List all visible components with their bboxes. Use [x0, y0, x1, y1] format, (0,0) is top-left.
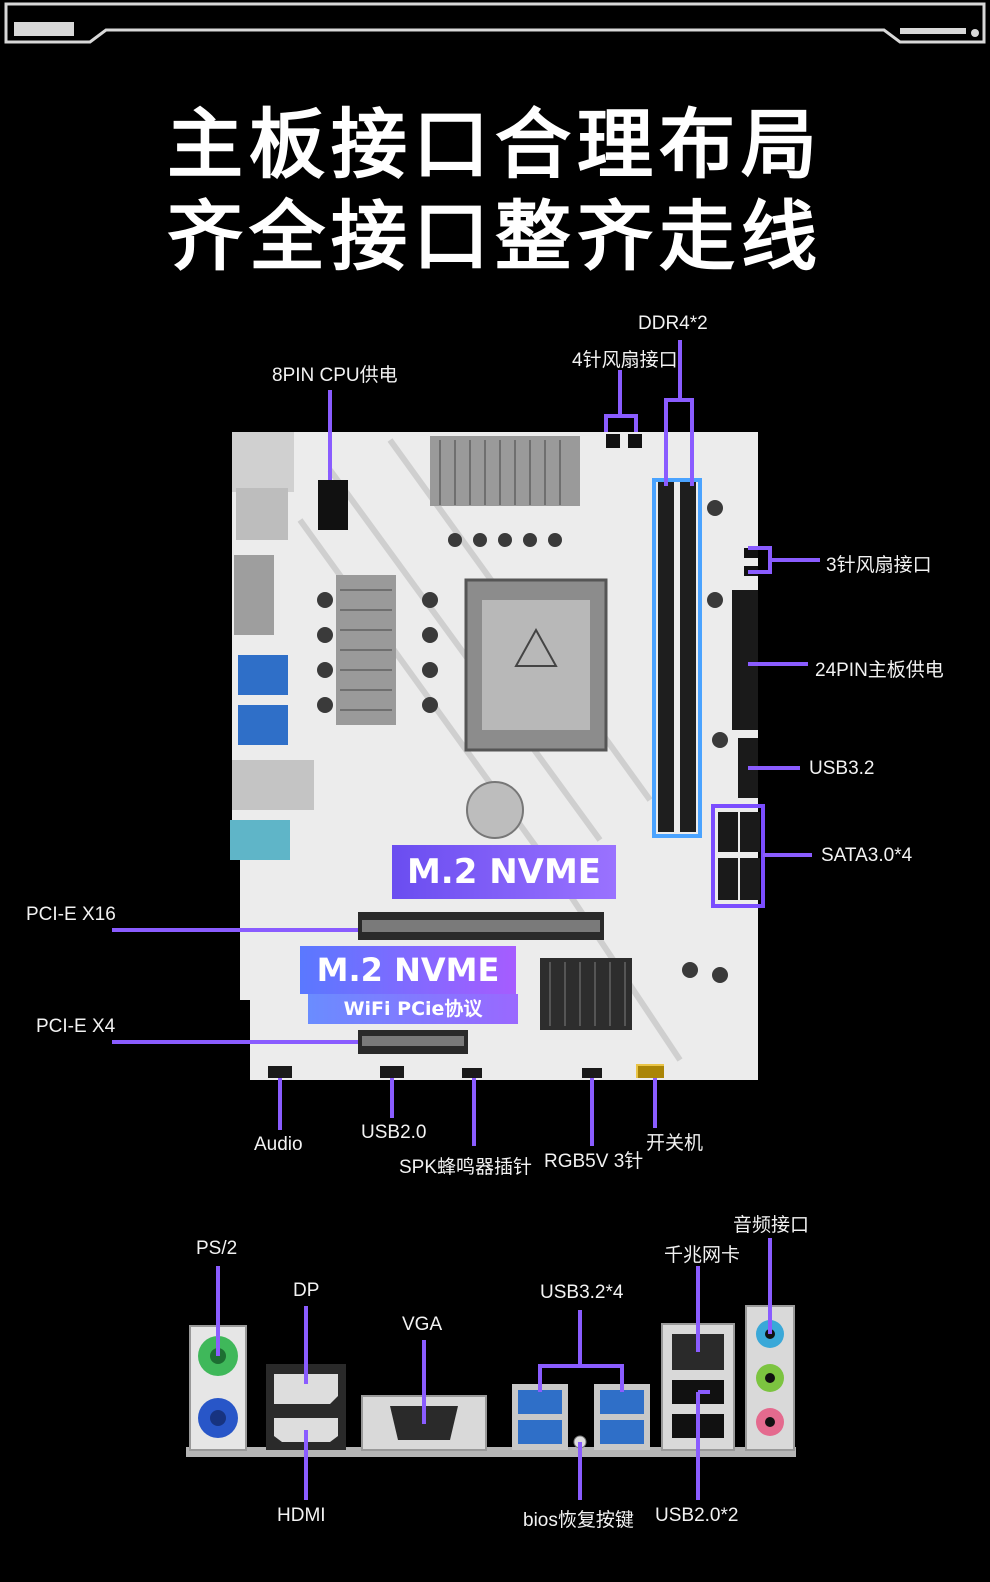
label-sata: SATA3.0*4 — [821, 845, 913, 866]
label-gigabit-lan: 千兆网卡 — [664, 1245, 741, 1266]
label-speaker-header: SPK蜂鸣器插针 — [399, 1157, 533, 1178]
label-bios-button: bios恢复按键 — [523, 1510, 634, 1531]
headline-line-1: 主板接口合理布局 — [167, 100, 823, 189]
label-usb20x2: USB2.0*2 — [655, 1505, 739, 1526]
label-pcie-x16: PCI-E X16 — [26, 904, 116, 925]
label-cpu-power: 8PIN CPU供电 — [272, 365, 398, 386]
m2-slot-bottom-label: M.2 NVME — [300, 946, 516, 994]
label-usb20-header: USB2.0 — [361, 1122, 427, 1143]
label-hdmi: HDMI — [277, 1505, 326, 1526]
label-vga: VGA — [402, 1314, 443, 1335]
m2-slot-top-label: M.2 NVME — [392, 845, 616, 899]
label-ddr4: DDR4*2 — [638, 313, 708, 334]
label-usb32x4: USB3.2*4 — [540, 1282, 624, 1303]
label-rgb-header: RGB5V 3针 — [544, 1151, 644, 1172]
label-audio-jack: 音频接口 — [733, 1215, 810, 1236]
label-ps2: PS/2 — [196, 1238, 238, 1259]
top-frame-decoration — [4, 2, 986, 44]
label-audio-header: Audio — [254, 1134, 303, 1155]
headline-line-2: 齐全接口整齐走线 — [167, 192, 823, 281]
label-24pin-power: 24PIN主板供电 — [815, 660, 944, 681]
m2-wifi-sub-label: WiFi PCie协议 — [308, 994, 518, 1024]
label-3pin-fan: 3针风扇接口 — [826, 555, 932, 576]
label-dp: DP — [293, 1280, 320, 1301]
label-usb32-header: USB3.2 — [809, 758, 875, 779]
label-power-switch: 开关机 — [646, 1133, 704, 1154]
label-4pin-fan: 4针风扇接口 — [572, 350, 678, 371]
label-pcie-x4: PCI-E X4 — [36, 1016, 116, 1037]
